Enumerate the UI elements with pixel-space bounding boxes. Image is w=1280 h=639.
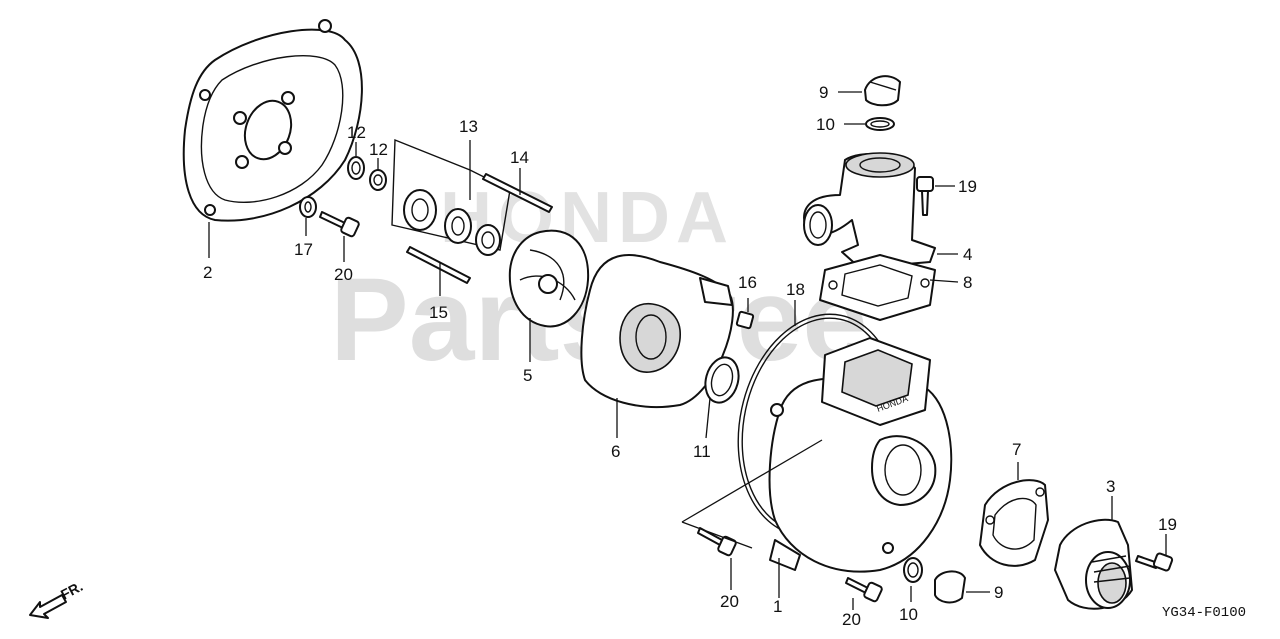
callout-2: 2	[203, 263, 212, 282]
callout-9-a: 9	[819, 83, 828, 102]
callout-12-a: 12	[347, 123, 366, 142]
callout-5: 5	[523, 366, 532, 385]
part-8-gasket	[819, 254, 936, 321]
part-17-washer	[299, 196, 317, 218]
part-7-cover-gasket	[979, 479, 1049, 567]
part-1-pump-casing: HONDA	[768, 337, 953, 573]
diagram-code: YG34-F0100	[1162, 605, 1246, 621]
part-6-volute-case	[580, 254, 734, 408]
part-15-stud-bolt	[406, 246, 471, 284]
part-12-seal-a	[347, 156, 365, 180]
part-20-bolt-b	[697, 527, 737, 557]
part-4-suction-elbow	[803, 152, 936, 269]
callout-11: 11	[693, 442, 711, 461]
callout-17: 17	[294, 240, 313, 259]
part-5-impeller	[508, 229, 590, 328]
alignment-guides	[681, 439, 823, 549]
callout-8: 8	[963, 273, 972, 292]
callout-14: 14	[510, 148, 529, 167]
part-9-plug-b	[934, 570, 966, 604]
callout-13: 13	[459, 117, 478, 136]
leader-lines	[208, 91, 1167, 610]
part-3-cleanout-cover	[1054, 518, 1133, 610]
arrow-down-left-icon	[29, 594, 67, 619]
callout-12-b: 12	[369, 140, 388, 159]
callout-10-b: 10	[899, 605, 918, 624]
callout-4: 4	[963, 245, 972, 264]
part-20-bolt-a	[319, 211, 360, 238]
callouts: 2 12 12 17 20 13 14 15 5 6 16 18 11 9 10…	[203, 83, 1177, 629]
part-9-plug-a	[864, 75, 901, 107]
callout-9-b: 9	[994, 583, 1003, 602]
callout-7: 7	[1012, 440, 1021, 459]
part-16-nut	[735, 310, 755, 330]
front-direction-indicator: FR.	[29, 578, 85, 619]
callout-20-b: 20	[720, 592, 739, 611]
part-11-o-ring	[704, 356, 740, 404]
part-19-bolt-b	[1135, 552, 1174, 572]
callout-16: 16	[738, 273, 757, 292]
callout-20-c: 20	[842, 610, 861, 629]
callout-20-a: 20	[334, 265, 353, 284]
callout-3: 3	[1106, 477, 1115, 496]
callout-1: 1	[773, 597, 782, 616]
part-10-washer-b	[903, 557, 923, 583]
part-10-washer-a	[865, 117, 895, 131]
part-2-side-cover	[182, 19, 363, 222]
callout-15: 15	[429, 303, 448, 322]
callout-19-a: 19	[958, 177, 977, 196]
part-14-stud-bolt	[482, 173, 553, 213]
part-20-bolt-c	[845, 577, 883, 603]
callout-18: 18	[786, 280, 805, 299]
callout-6: 6	[611, 442, 620, 461]
part-19-bolt-a	[916, 176, 934, 216]
part-13-mechanical-seal	[391, 138, 511, 256]
callout-10-a: 10	[816, 115, 835, 134]
callout-19-b: 19	[1158, 515, 1177, 534]
part-12-seal-b	[369, 169, 387, 191]
